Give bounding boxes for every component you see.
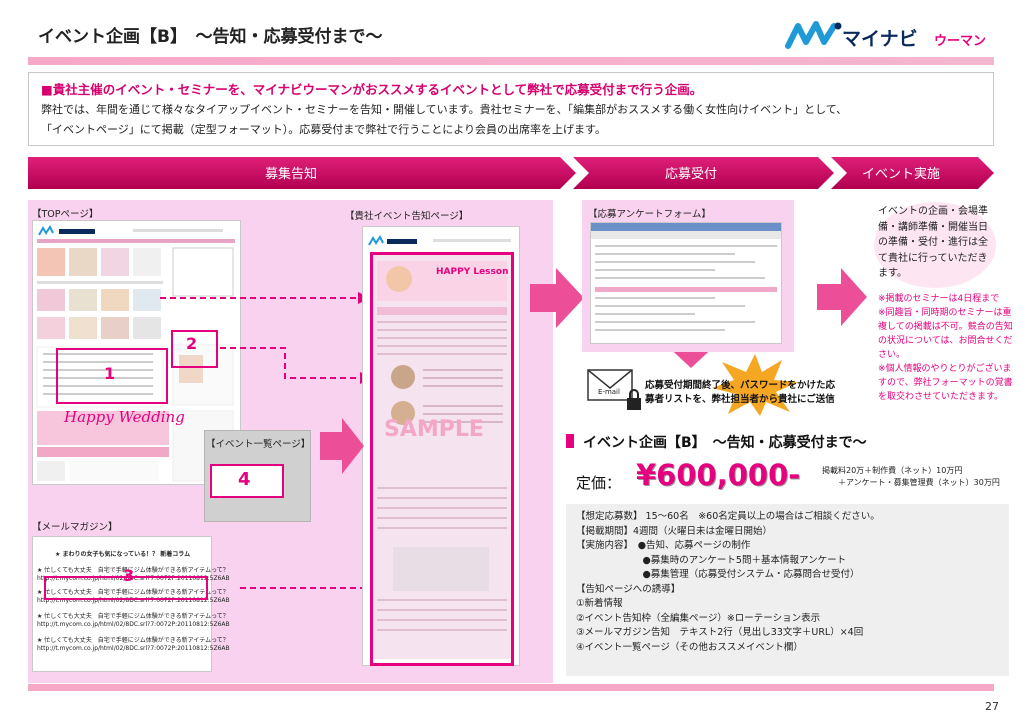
sample-watermark: SAMPLE <box>384 417 484 442</box>
detail-line-2: 【掲載期間】4週間（火曜日未は金曜日開始） <box>576 525 773 537</box>
password-note-line-1: 応募受付期間終了後、パスワードをかけた応 <box>645 380 836 391</box>
detail-line-7: ①新着情報 <box>576 598 623 609</box>
detail-line-4: ●募集時のアンケート5問＋基本情報アンケート <box>576 554 847 566</box>
price-label: 定価： <box>576 474 622 492</box>
details-box: 【想定応募数】 15～60名 ※60名定員以上の場合はご相談ください。 【掲載期… <box>566 504 1009 676</box>
detail-line-1: 【想定応募数】 15～60名 ※60名定員以上の場合はご相談ください。 <box>576 511 880 522</box>
mailmag-item-3: ★ 忙しくても大丈夫 自宅で手軽にジム体験ができる新アイテムって？ <box>37 613 229 620</box>
highlight-box-2 <box>171 330 218 368</box>
highlight-number-3: 3 <box>123 566 135 585</box>
mailmag-url-1: http://t.mycom.co.jp/html/02/8DC.srl?7:0… <box>37 575 230 582</box>
email-label: E-mail <box>598 388 620 396</box>
mailmag-item-2: ★ 忙しくても大丈夫 自宅で手軽にジム体験ができる新アイテムって？ <box>37 589 229 596</box>
detail-line-10: ④イベント一覧ページ（その他おススメイベント欄） <box>576 641 803 653</box>
logo-main-text: マイナビ <box>842 28 918 50</box>
mail-magazine-label: 【メールマガジン】 <box>32 522 118 533</box>
highlight-number-1: 1 <box>104 364 116 383</box>
password-note-line-2: 募者リストを、弊社担当者から貴社にご送信 <box>645 394 835 405</box>
form-mock <box>591 223 781 331</box>
mailmag-item-4: ★ 忙しくても大丈夫 自宅で手軽にジム体験ができる新アイテムって？ <box>37 637 229 644</box>
password-note: 応募受付期間終了後、パスワードをかけた応 募者リストを、弊社担当者から貴社にご送… <box>645 379 835 407</box>
banner-stage-1 <box>28 157 576 189</box>
stage-2-label: 応募受付 <box>665 167 718 182</box>
event-notice-mock <box>368 235 511 659</box>
highlight-box-3 <box>44 576 208 600</box>
top-page-label: 【TOPページ】 <box>32 209 99 220</box>
top-page-screenshot <box>32 220 241 485</box>
detail-line-5: ●募集管理（応募受付システム・応募問合せ受付） <box>576 569 860 580</box>
mailmag-url-4: http://t.mycom.co.jp/html/02/8DC.srl?7:0… <box>37 645 230 652</box>
price-note-2: ＋アンケート・募集管理費（ネット）30万円 <box>838 478 1000 487</box>
mynavi-woman-logo: マイナビ ウーマン <box>785 16 1001 56</box>
execution-text: イベントの企画・会場準備・講師準備・開催当日の準備・受付・進行は全て貴社に行って… <box>878 206 988 279</box>
detail-line-8: ②イベント告知枠（全編集ページ）※ローテーション表示 <box>576 612 821 624</box>
execution-note-2: ※同趣旨・同時期のセミナーは重複しての掲載は不可。競合の告知の状況については、お… <box>878 308 1013 360</box>
intro-body: 弊社では、年間を通じて様々なタイアップイベント・セミナーを告知・開催しています。… <box>41 100 981 140</box>
product-title-marker <box>566 434 574 448</box>
detail-line-3: 【実施内容】 ●告知、応募ページの制作 <box>576 540 751 551</box>
happy-wedding-text: Happy Wedding <box>64 408 185 426</box>
detail-line-9: ③メールマガジン告知 テキスト2行（見出し33文字＋URL）×4回 <box>576 627 864 638</box>
happy-lesson-text: HAPPY Lesson <box>436 267 509 277</box>
price-notes: 掲載料20万＋制作費（ネット）10万円 ＋アンケート・募集管理費（ネット）30万… <box>822 465 1000 489</box>
stage-banner <box>28 157 994 189</box>
intro-line-1: 弊社では、年間を通じて様々なタイアップイベント・セミナーを告知・開催しています。… <box>41 103 848 116</box>
event-notice-highlight <box>370 252 514 666</box>
form-label: 【応募アンケートフォーム】 <box>588 209 711 220</box>
event-list-label: 【イベント一覧ページ】 <box>206 439 311 450</box>
event-notice-page-label: 【貴社イベント告知ページ】 <box>345 211 469 222</box>
stage-3-label: イベント実施 <box>862 167 941 182</box>
page-number: 27 <box>985 700 999 713</box>
top-page-mock <box>33 221 240 484</box>
mailmag-header: ★ まわりの女子も気になっている！？ 新着コラム <box>55 551 191 558</box>
highlight-box-1 <box>56 348 168 404</box>
execution-note-3: ※個人情報のやりとりがございますので、弊社フォーマットの覚書を取交わさせていただ… <box>878 364 1013 402</box>
mynavi-logo-icon <box>785 21 842 49</box>
intro-box: ■貴社主催のイベント・セミナーを、マイナビウーマンがおススメするイベントとして弊… <box>28 72 994 146</box>
detail-line-6: 【告知ページへの誘導】 <box>576 583 681 595</box>
execution-note-1: ※掲載のセミナーは4日程まで <box>878 294 1000 304</box>
arrow-to-form <box>530 268 584 328</box>
mailmag-url-2: http://t.mycom.co.jp/html/02/8DC.srl?7:0… <box>37 597 230 604</box>
form-screenshot <box>590 222 782 344</box>
price-note-1: 掲載料20万＋制作費（ネット）10万円 <box>822 466 963 475</box>
email-lock-icon <box>587 369 641 410</box>
execution-cloud <box>874 202 996 288</box>
product-title: イベント企画【B】 ～告知・応募受付まで～ <box>583 435 867 451</box>
highlight-number-2: 2 <box>186 334 198 353</box>
execution-notes: ※掲載のセミナーは4日程まで ※同趣旨・同時期のセミナーは重複しての掲載は不可。… <box>878 292 1018 404</box>
header-rule <box>28 57 994 65</box>
highlight-number-4: 4 <box>238 469 251 490</box>
intro-line-2: 「イベントページ」にて掲載（定型フォーマット）。応募受付まで弊社で行うことにより… <box>41 123 606 136</box>
starburst-icon <box>712 354 798 416</box>
stage-1-label: 募集告知 <box>265 167 318 182</box>
banner-stage-2 <box>573 157 834 189</box>
intro-headline: ■貴社主催のイベント・セミナーを、マイナビウーマンがおススメするイベントとして弊… <box>41 82 703 97</box>
price-value: ¥600,000- <box>636 458 801 492</box>
page-title: イベント企画【B】 ～告知・応募受付まで～ <box>38 27 383 47</box>
mailmag-item-1: ★ 忙しくても大丈夫 自宅で手軽にジム体験ができる新アイテムって？ <box>37 567 229 574</box>
event-notice-page-screenshot <box>362 226 520 666</box>
arrow-to-execution <box>817 268 867 326</box>
footer-rule <box>28 684 994 691</box>
mail-magazine-screenshot: ★ まわりの女子も気になっている！？ 新着コラム ★ 忙しくても大丈夫 自宅で手… <box>32 536 230 672</box>
arrow-event-list <box>320 418 364 474</box>
highlight-box-4 <box>210 464 284 498</box>
logo-sub-text: ウーマン <box>934 34 987 49</box>
mailmag-url-3: http://t.mycom.co.jp/html/02/8DC.srl?7:0… <box>37 621 230 628</box>
banner-stage-3 <box>831 157 994 189</box>
